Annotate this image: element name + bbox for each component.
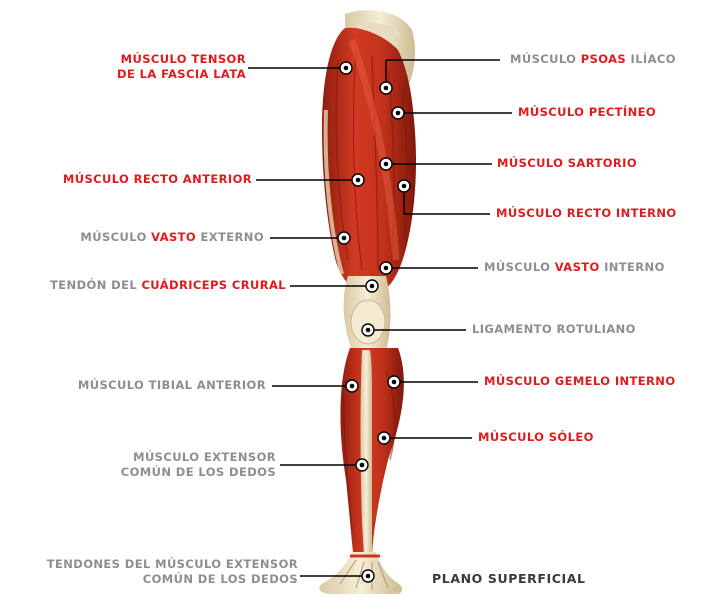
label-vasto-int-pre: MÚSCULO <box>484 260 555 274</box>
marker-ligamento <box>362 324 374 336</box>
label-vasto-ext-post: EXTERNO <box>196 230 264 244</box>
label-tendones-line1: TENDONES DEL MÚSCULO EXTENSOR <box>47 557 298 572</box>
label-psoas: MÚSCULO PSOAS ILÍACO <box>510 52 676 67</box>
label-psoas-highlight: PSOAS <box>581 52 626 66</box>
label-extensor-line1: MÚSCULO EXTENSOR <box>121 450 276 465</box>
label-tibial: MÚSCULO TIBIAL ANTERIOR <box>78 378 266 393</box>
label-vasto-interno: MÚSCULO VASTO INTERNO <box>484 260 665 275</box>
label-vasto-ext-pre: MÚSCULO <box>80 230 151 244</box>
marker-psoas <box>380 82 392 94</box>
marker-recto-ant <box>352 174 364 186</box>
label-tensor-line1: MÚSCULO TENSOR <box>117 52 246 67</box>
marker-tibial <box>346 380 358 392</box>
label-ligamento: LIGAMENTO ROTULIANO <box>472 322 636 337</box>
marker-tensor <box>340 62 352 74</box>
label-tensor: MÚSCULO TENSOR DE LA FASCIA LATA <box>117 52 246 82</box>
label-recto-anterior: MÚSCULO RECTO ANTERIOR <box>63 172 252 187</box>
label-tendones-line2: COMÚN DE LOS DEDOS <box>47 572 298 587</box>
label-pectineo: MÚSCULO PECTÍNEO <box>518 105 656 120</box>
label-cuad-pre: TENDÓN DEL <box>50 278 141 292</box>
label-sartorio: MÚSCULO SARTORIO <box>497 156 637 171</box>
label-vasto-externo: MÚSCULO VASTO EXTERNO <box>80 230 264 245</box>
marker-tendones <box>362 570 374 582</box>
label-cuad-highlight: CUÁDRICEPS CRURAL <box>141 278 286 292</box>
marker-pectineo <box>392 107 404 119</box>
label-recto-interno: MÚSCULO RECTO INTERNO <box>496 206 677 221</box>
label-vasto-ext-highlight: VASTO <box>151 230 196 244</box>
diagram-title: PLANO SUPERFICIAL <box>432 571 586 586</box>
marker-cuadriceps <box>366 280 378 292</box>
marker-recto-int <box>398 180 410 192</box>
marker-vasto-int <box>380 262 392 274</box>
label-vasto-int-highlight: VASTO <box>555 260 600 274</box>
label-extensor: MÚSCULO EXTENSOR COMÚN DE LOS DEDOS <box>121 450 276 480</box>
label-tendones: TENDONES DEL MÚSCULO EXTENSOR COMÚN DE L… <box>47 557 298 587</box>
label-psoas-post: ILÍACO <box>626 52 676 66</box>
marker-extensor <box>356 459 368 471</box>
label-vasto-int-post: INTERNO <box>600 260 665 274</box>
foot <box>319 552 402 594</box>
marker-soleo <box>378 432 390 444</box>
marker-sartorio <box>380 158 392 170</box>
label-tensor-line2: DE LA FASCIA LATA <box>117 67 246 82</box>
label-gemelo: MÚSCULO GEMELO INTERNO <box>484 374 676 389</box>
label-cuadriceps: TENDÓN DEL CUÁDRICEPS CRURAL <box>50 278 286 293</box>
label-soleo: MÚSCULO SÓLEO <box>478 430 594 445</box>
label-extensor-line2: COMÚN DE LOS DEDOS <box>121 465 276 480</box>
marker-gemelo <box>388 376 400 388</box>
label-psoas-pre: MÚSCULO <box>510 52 581 66</box>
marker-vasto-ext <box>338 232 350 244</box>
